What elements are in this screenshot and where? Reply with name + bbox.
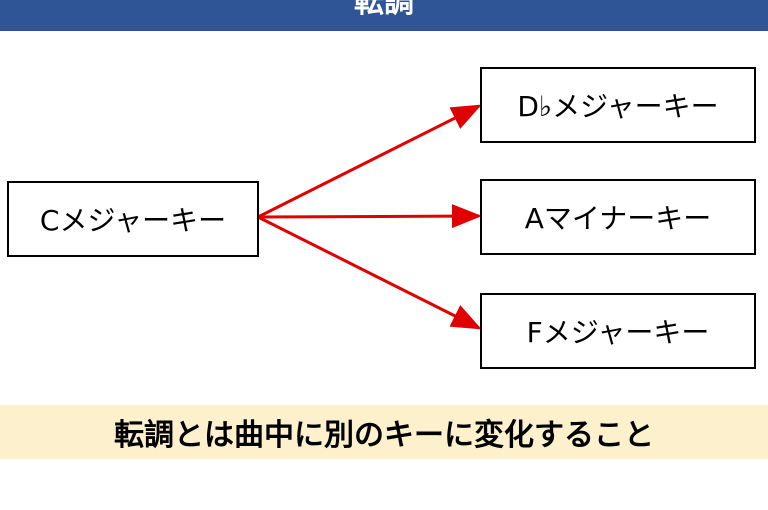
- arrow-to-a-minor: [257, 204, 482, 229]
- target-key-label: Aマイナーキー: [524, 202, 712, 235]
- arrow-to-dflat-major: [257, 104, 482, 219]
- target-key-box: D♭メジャーキー: [480, 67, 756, 143]
- header-bar: 転調: [0, 0, 768, 31]
- header-title: 転調: [354, 0, 414, 20]
- target-key-label: Fメジャーキー: [526, 316, 710, 349]
- summary-banner: 転調とは曲中に別のキーに変化すること: [0, 405, 768, 459]
- source-key-label: Cメジャーキー: [39, 204, 227, 237]
- target-key-label: D♭メジャーキー: [517, 90, 719, 123]
- source-key-box: Cメジャーキー: [7, 181, 259, 257]
- summary-text: 転調とは曲中に別のキーに変化すること: [114, 418, 654, 453]
- target-key-box: Aマイナーキー: [480, 179, 756, 255]
- target-key-box: Fメジャーキー: [480, 293, 756, 369]
- arrow-to-f-major: [257, 215, 482, 330]
